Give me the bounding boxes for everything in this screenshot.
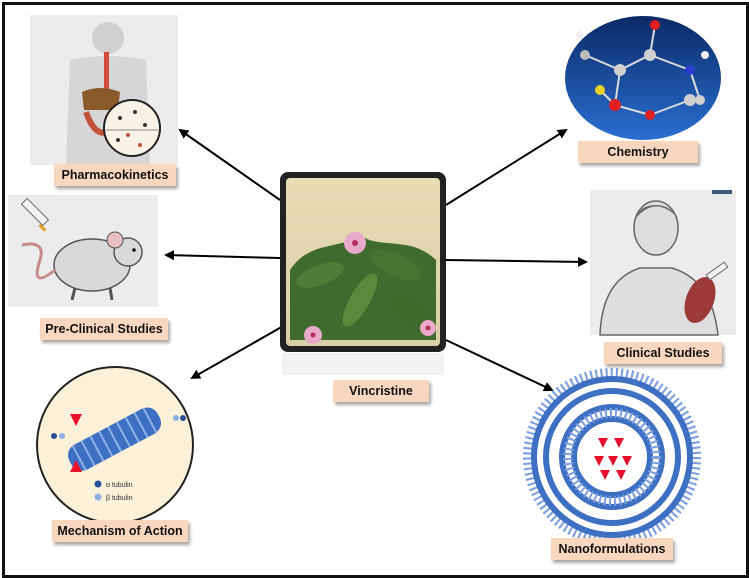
microtubule-icon: α tubulin β tubulin xyxy=(36,366,194,524)
arrow-clinical xyxy=(445,256,588,267)
center-plant-photo xyxy=(280,172,446,375)
label-clinical: Clinical Studies xyxy=(604,342,722,364)
alpha-tubulin-label: α tubulin xyxy=(106,482,133,489)
label-mechanism: Mechanism of Action xyxy=(52,520,188,542)
patient-shoulder-injection-icon xyxy=(590,190,736,336)
molecular-model-icon xyxy=(565,16,721,140)
flower-2 xyxy=(304,326,322,344)
mouse-injection-icon xyxy=(8,195,158,307)
flower-1 xyxy=(344,232,366,254)
human-digestive-system-icon xyxy=(30,15,178,165)
flower-3 xyxy=(420,320,436,336)
arrow-mechanism xyxy=(190,324,286,379)
label-center-vincristine: Vincristine xyxy=(333,380,429,402)
arrows xyxy=(164,128,588,392)
arrow-chemistry xyxy=(445,128,568,206)
label-nanoformulations: Nanoformulations xyxy=(551,538,673,560)
label-pharmacokinetics: Pharmacokinetics xyxy=(54,164,176,186)
arrow-pharmacokinetics xyxy=(178,128,281,201)
arrow-preclinical xyxy=(164,250,281,261)
beta-tubulin-label: β tubulin xyxy=(106,495,133,502)
liposome-icon xyxy=(523,368,701,546)
label-preclinical: Pre-Clinical Studies xyxy=(40,318,168,340)
label-chemistry: Chemistry xyxy=(578,141,698,163)
arrow-nanoformulations xyxy=(445,339,554,392)
